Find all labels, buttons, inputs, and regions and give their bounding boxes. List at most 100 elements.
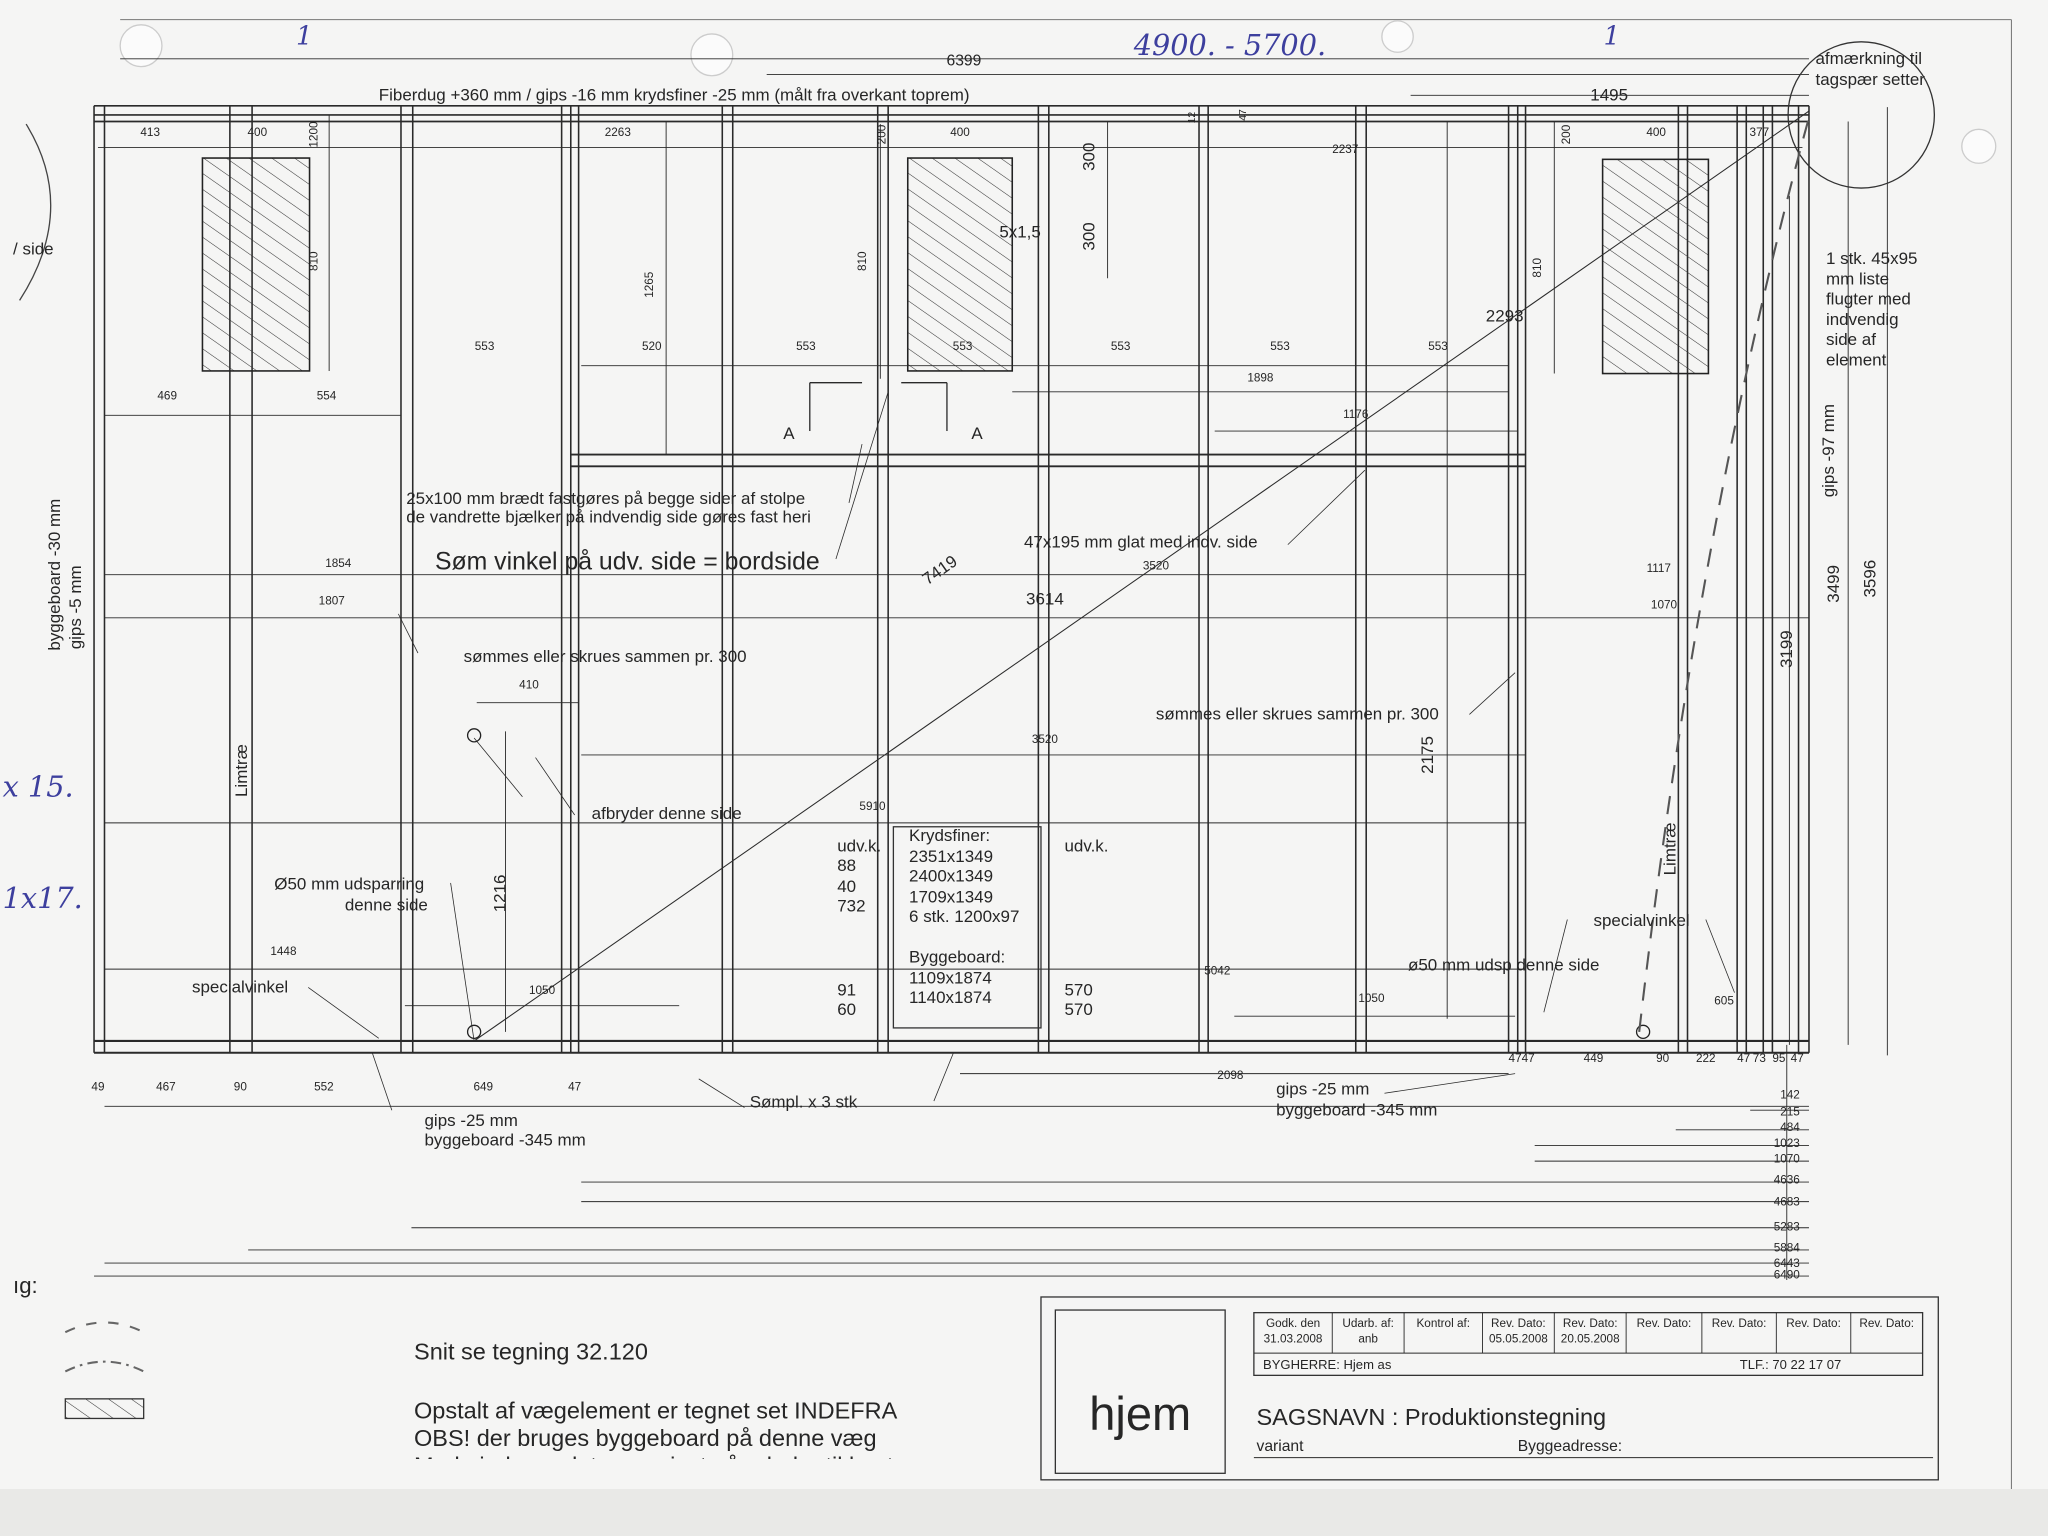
bottom-dimension-label: 552 xyxy=(314,1081,334,1094)
revision-cell-label: Rev. Dato: xyxy=(1859,1317,1914,1330)
annotation-text: sømmes eller skrues sammen pr. 300 xyxy=(1156,705,1439,724)
right-dimension-label: 1070 xyxy=(1774,1152,1801,1165)
revision-cell-label: Rev. Dato: xyxy=(1491,1317,1546,1330)
annotation-text: Snit se tegning 32.120 xyxy=(414,1339,648,1365)
annotation-text: TLF.: 70 22 17 07 xyxy=(1740,1357,1842,1372)
dimension-label: 5x1,5 xyxy=(999,223,1041,242)
dimension-label: 520 xyxy=(642,340,662,353)
annotation-text: denne side xyxy=(345,895,428,914)
leader-line xyxy=(1384,1073,1516,1094)
annotation-text: ø50 mm udsp denne side xyxy=(1408,955,1599,974)
dimension-label: 12 xyxy=(1187,112,1198,124)
hole-marker-icon xyxy=(1635,1024,1651,1040)
annotation-text: Byggeadresse: xyxy=(1518,1438,1622,1455)
legend-hatch-swatch xyxy=(64,1398,145,1420)
diagonal-dimension-line xyxy=(473,110,1810,1042)
dimension-label: 1807 xyxy=(319,595,345,608)
leader-line xyxy=(473,737,523,797)
annotation-text: udv.k. xyxy=(1064,837,1108,856)
dimension-label: 410 xyxy=(519,678,539,691)
dimension-label: 605 xyxy=(1714,994,1734,1007)
right-dimension-label: 6443 xyxy=(1774,1257,1801,1270)
right-dimension-label: 6490 xyxy=(1774,1269,1801,1282)
margin-text: / side xyxy=(13,240,54,259)
dimension-label: gips -97 mm xyxy=(1819,404,1838,497)
hole-marker-icon xyxy=(466,1024,482,1040)
annotation-text: tagspær setter xyxy=(1816,70,1926,89)
dimension-label: 810 xyxy=(856,251,869,271)
annotation-text: 47x195 mm glat med indv. side xyxy=(1024,532,1258,551)
handwritten-note: x 15. xyxy=(3,770,74,804)
dimension-label: 553 xyxy=(953,340,973,353)
dimension-label: 400 xyxy=(950,126,970,139)
handwritten-range: 4900. - 5700. xyxy=(1133,28,1326,62)
annotation-text: afmærkning til xyxy=(1816,49,1923,68)
annotation-text: 1 stk. 45x95 xyxy=(1826,249,1918,268)
materials-box xyxy=(892,826,1042,1029)
bottom-dimension-label: 49 xyxy=(91,1081,104,1094)
dimension-label: 3614 xyxy=(1026,590,1064,609)
revision-cell-label: Godk. den xyxy=(1266,1317,1320,1330)
dimension-label: 1854 xyxy=(325,557,352,570)
annotation-text: byggeboard -345 mm xyxy=(424,1130,585,1149)
legend-dashed-line xyxy=(64,1321,145,1334)
material-spec: 1709x1349 xyxy=(909,888,993,907)
margin-arc xyxy=(19,123,52,301)
bottom-dimension-label: 4747 xyxy=(1509,1052,1535,1065)
dimension-label: 1898 xyxy=(1247,371,1274,384)
dimension-label: 1070 xyxy=(1651,599,1678,612)
leader-line xyxy=(398,613,419,654)
dimension-label: 810 xyxy=(307,251,320,271)
dimension-label: 200 xyxy=(876,124,889,144)
dimension-label: 300 xyxy=(1080,222,1099,250)
dimension-label: 1448 xyxy=(270,945,297,958)
leader-line xyxy=(450,882,475,1042)
revision-table xyxy=(1253,1312,1924,1376)
annotation-text: SAGSNAVN : Produktionstegning xyxy=(1256,1404,1606,1430)
leader-line xyxy=(933,1052,954,1102)
dimension-label: 1050 xyxy=(529,984,556,997)
legend-text-clipped: Medmindre andet er angivet går plader ti… xyxy=(414,1452,894,1478)
annotation-text: Opstalt af vægelement er tegnet set INDE… xyxy=(414,1397,898,1423)
dimension-label: 2263 xyxy=(605,126,632,139)
dimension-label: 2175 xyxy=(1418,736,1437,774)
revision-cell-value: 20.05.2008 xyxy=(1561,1333,1620,1346)
dimension-label: 400 xyxy=(1646,126,1666,139)
dimension-label: Limtræ xyxy=(1661,823,1680,876)
dimension-label: 553 xyxy=(475,340,495,353)
dimension-label: 377 xyxy=(1750,126,1770,139)
annotation-text: Ø50 mm udsparring xyxy=(274,874,424,893)
margin-text: ıg: xyxy=(13,1273,38,1298)
dimension-label: Limtræ xyxy=(232,744,251,797)
window-opening xyxy=(906,157,1014,372)
bottom-dimension-label: 47 xyxy=(1737,1052,1750,1065)
revision-cell-label: Rev. Dato: xyxy=(1563,1317,1618,1330)
material-value: 570 xyxy=(1064,980,1092,999)
punch-hole xyxy=(119,24,163,68)
revision-cell-label: Rev. Dato: xyxy=(1712,1317,1767,1330)
bottom-dimension-label: 95 xyxy=(1772,1052,1786,1065)
dimension-label: 3199 xyxy=(1777,630,1796,668)
leader-line xyxy=(698,1078,745,1108)
margin-text: gips -5 mm xyxy=(66,565,85,649)
window-opening xyxy=(1601,158,1710,375)
bottom-dimension-label: 47 xyxy=(568,1081,581,1094)
material-spec: 6 stk. 1200x97 xyxy=(909,907,1019,926)
material-value: 732 xyxy=(837,897,865,916)
dimension-label: 3520 xyxy=(1032,733,1059,746)
bottom-dimension-label: 73 xyxy=(1753,1052,1767,1065)
dimension-label: 1265 xyxy=(643,271,656,298)
annotation-text: side af xyxy=(1826,330,1876,349)
dimension-label: 300 xyxy=(1080,143,1099,171)
right-dimension-label: 1023 xyxy=(1774,1137,1801,1150)
dimension-label: 3596 xyxy=(1861,560,1880,598)
right-dimension-label: 215 xyxy=(1780,1105,1800,1118)
title-block xyxy=(1040,1296,1939,1481)
annotation-text: BYGHERRE: Hjem as xyxy=(1263,1357,1392,1372)
material-spec: Byggeboard: xyxy=(909,948,1005,967)
right-dimension-label: 142 xyxy=(1780,1088,1800,1101)
leader-line xyxy=(835,391,889,560)
hole-marker-icon xyxy=(466,728,482,743)
annotation-text: gips -25 mm xyxy=(424,1111,517,1130)
dimension-label: 553 xyxy=(1111,340,1131,353)
